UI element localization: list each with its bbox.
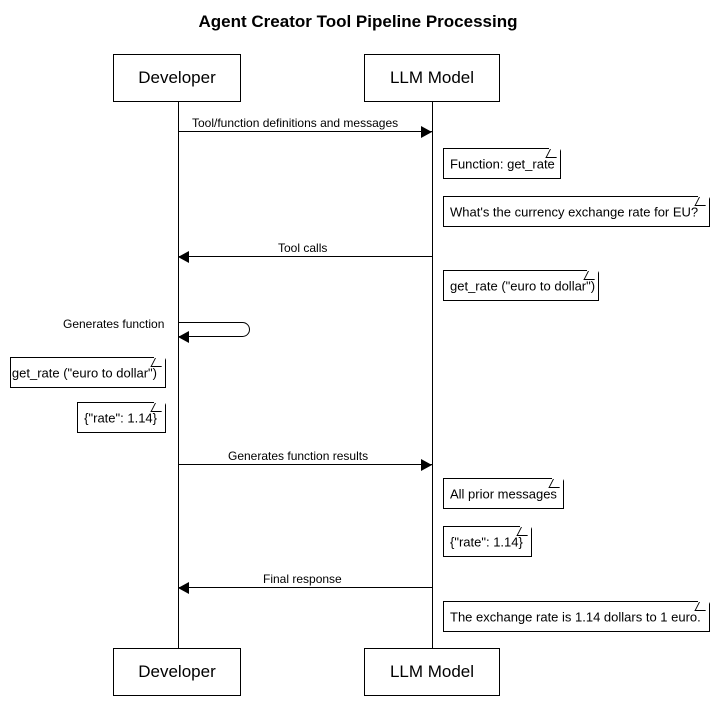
note-fold-cover: [698, 195, 711, 197]
participant-label: Developer: [138, 68, 216, 87]
note-text: What's the currency exchange rate for EU…: [450, 204, 699, 219]
note-user-question: What's the currency exchange rate for EU…: [443, 195, 711, 227]
arrowhead-left-tool-calls: [178, 251, 189, 263]
participant-label: LLM Model: [389, 662, 475, 681]
message-label-final-response: Final response: [263, 572, 342, 586]
participant-developer-top[interactable]: Developer: [113, 54, 241, 102]
participant-llm-model-top[interactable]: LLM Model: [364, 54, 500, 102]
message-label-generates-function-results: Generates function results: [228, 449, 369, 463]
note-text: {"rate": 1.14}: [84, 410, 157, 425]
message-line-tool-definitions: [178, 131, 432, 132]
note-body: [10, 357, 166, 388]
note-function-get-rate: Function: get_rate: [443, 147, 562, 179]
message-line-final-response: [178, 587, 432, 588]
note-get-rate-call-left: get_rate ("euro to dollar"): [10, 356, 167, 388]
message-label-generates-function: Generates function: [63, 317, 165, 331]
note-text: The exchange rate is 1.14 dollars to 1 e…: [450, 609, 701, 624]
note-fold-cover: [549, 147, 562, 149]
arrowhead-left-final-response: [178, 582, 189, 594]
note-all-prior-messages: All prior messages: [443, 477, 565, 509]
message-label-tool-calls: Tool calls: [278, 241, 328, 255]
self-message-loop-generates-function: [178, 322, 250, 337]
lifeline-developer: [178, 102, 179, 648]
note-text: {"rate": 1.14}: [450, 534, 523, 549]
participant-label: Developer: [138, 662, 216, 681]
participant-llm-model-bottom[interactable]: LLM Model: [364, 648, 500, 696]
note-rate-result-left: {"rate": 1.14}: [77, 401, 167, 433]
page-title: Agent Creator Tool Pipeline Processing: [198, 12, 518, 31]
note-fold-cover: [520, 525, 533, 527]
note-fold-cover: [154, 356, 167, 358]
note-body: [443, 148, 561, 179]
note-fold-cover: [154, 401, 167, 403]
note-body: [443, 601, 710, 632]
arrowhead-left-generates-function: [178, 331, 189, 343]
lifeline-llm-model: [432, 102, 433, 648]
note-fold-cover: [698, 600, 711, 602]
participant-label: LLM Model: [389, 68, 475, 87]
note-text: get_rate ("euro to dollar"): [11, 365, 157, 380]
note-body: [443, 196, 710, 227]
message-label-tool-definitions: Tool/function definitions and messages: [192, 116, 399, 130]
note-text: Function: get_rate: [450, 156, 555, 171]
note-final-answer: The exchange rate is 1.14 dollars to 1 e…: [443, 600, 711, 632]
arrowhead-right-tool-definitions: [421, 126, 432, 138]
note-text: get_rate ("euro to dollar"): [450, 278, 596, 293]
note-body: [443, 478, 564, 509]
note-fold-cover: [552, 477, 565, 479]
message-line-generates-function-results: [178, 464, 432, 465]
note-body: [443, 270, 599, 301]
note-text: All prior messages: [450, 486, 557, 501]
note-rate-result-right: {"rate": 1.14}: [443, 525, 533, 557]
arrowhead-right-generates-function-results: [421, 459, 432, 471]
note-body: [443, 526, 532, 557]
message-line-tool-calls: [178, 256, 432, 257]
note-fold-cover: [587, 269, 600, 271]
note-get-rate-call-right: get_rate ("euro to dollar"): [443, 269, 600, 301]
note-body: [77, 402, 166, 433]
participant-developer-bottom[interactable]: Developer: [113, 648, 241, 696]
